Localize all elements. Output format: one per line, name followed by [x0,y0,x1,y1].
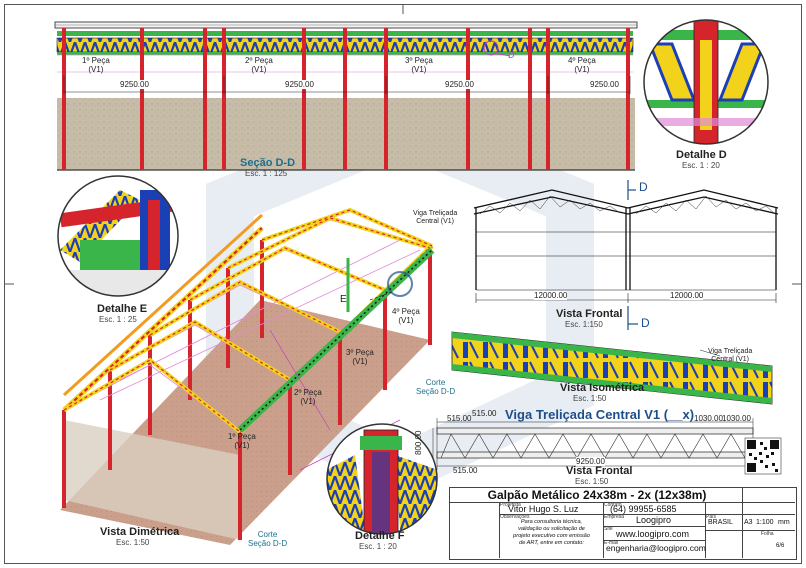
frontal-scale: Esc. 1:150 [565,320,603,329]
detalhe-e-drawing [58,176,178,296]
dimetrica-scale: Esc. 1:50 [116,538,150,547]
vista-frontal-drawing [473,180,779,330]
secao-dim-2: 9250.00 [285,80,314,89]
secao-dd-scale: Esc. 1 : 125 [245,169,288,178]
tb-paper: A3 [744,519,753,526]
tb-phone-label: Contato [604,502,622,508]
tb-email: engenharia@loogipro.com [606,543,706,553]
secao-d-marker: D [508,50,515,60]
tb-obs-label: Observações [500,514,530,520]
title-block-title: Galpão Metálico 24x38m - 2x (12x38m) [487,488,707,502]
secao-piece-1: 1º Peça (V1) [82,56,110,74]
tb-divider [499,514,705,515]
secao-dd-title: Seção D-D [240,157,296,169]
secao-dd-drawing [54,21,638,171]
tb-author: Vitor Hugo S. Luz [508,504,579,514]
tb-scale: 1:100 [756,519,774,526]
detalhe-f-frame [326,423,438,535]
tb-obs: Para consultoria técnica, validação ou s… [513,519,590,546]
tb-site: www.loogipro.com [616,529,690,539]
detalhe-f-scale: Esc. 1 : 20 [359,542,397,551]
isometrica-scale: Esc. 1:50 [573,394,607,403]
tb-divider [499,502,500,558]
secao-piece-2: 2º Peça (V1) [245,56,273,74]
tb-email-label: E-mail [604,540,619,546]
detalhe-d-drawing [644,20,768,144]
detalhe-f-title: Detalhe F [355,530,405,542]
viga-dim-left-1: 515.00 [447,414,472,423]
frontal-title: Vista Frontal [556,308,623,320]
tb-divider [742,487,743,558]
title-block [449,487,797,560]
viga-title: Viga Treliçada Central V1 (__x) [505,407,695,422]
detalhe-e-frame [57,175,179,297]
tb-company-label: Empresa [604,514,625,520]
frontal-dim-2: 12000.00 [670,291,704,300]
dimetrica-title: Vista Dimétrica [100,526,180,538]
frontal-dim-1: 12000.00 [534,291,568,300]
tb-phone: (64) 99955-6585 [610,504,677,514]
viga-height: 800.00 [414,430,423,455]
dimetrica-piece-1: 1º Peça (V1) [228,432,256,450]
secao-dim-4: 9250.00 [590,80,619,89]
dimetrica-e-marker: E [340,294,347,305]
dimetrica-piece-2: 2º Peça (V1) [294,388,322,406]
detalhe-d-scale: Esc. 1 : 20 [682,161,720,170]
dimetrica-piece-4: 4º Peça (V1) [392,307,420,325]
viga-dim-right-1: 1030.00 [694,414,723,423]
tb-company: Loogipro [636,515,672,525]
tb-divider [705,530,795,531]
viga-scale: Esc. 1:50 [575,477,609,486]
tb-sheet-label: Folha [761,531,774,537]
tb-divider [603,502,604,558]
tb-country-label: País [706,514,717,520]
dimetrica-piece-3: 3º Peça (V1) [346,348,374,366]
tb-country: BRASIL [708,519,733,526]
isometrica-label: Viga Treliçada Central (V1) [708,348,753,363]
dimetrica-corte-1: Corte Seção D-D [416,378,456,396]
secao-dim-1: 9250.00 [120,80,149,89]
tb-site-label: Site [604,526,613,532]
tb-divider [449,502,795,503]
dimetric-drawing [60,207,435,545]
tb-sheet: 6/6 [776,543,785,549]
detalhe-d-title: Detalhe D [676,149,727,161]
viga-frontal-title: Vista Frontal [566,465,633,477]
dimetrica-corte-2: Corte Seção D-D [248,530,288,548]
detalhe-f-drawing [327,424,437,534]
vista-isometrica-drawing [451,331,773,405]
detalhe-e-title: Detalhe E [97,303,148,315]
dimetrica-viga-label: Viga Treliçada Central (V1) [413,210,458,225]
viga-dim-right-2: 1030.00 [722,414,751,423]
detalhe-d-frame [643,19,769,145]
secao-piece-3: 3º Peça (V1) [405,56,433,74]
secao-piece-4: 4º Peça (V1) [568,56,596,74]
tb-unit: mm [778,519,790,526]
secao-dim-3: 9250.00 [445,80,474,89]
frontal-marker-bottom: D [641,316,650,330]
viga-dim-left-3: 515.00 [453,466,478,475]
tb-divider [603,540,705,541]
tb-author-label: Projetista [500,502,521,508]
tb-divider [705,514,795,515]
qr-code [744,437,782,475]
detalhe-e-scale: Esc. 1 : 25 [99,315,137,324]
tb-divider [603,526,705,527]
isometrica-title: Vista Isométrica [560,382,645,394]
frontal-marker-top: D [639,180,648,194]
viga-dim-left-2: 515.00 [472,409,497,418]
viga-length: 9250.00 [576,457,605,466]
